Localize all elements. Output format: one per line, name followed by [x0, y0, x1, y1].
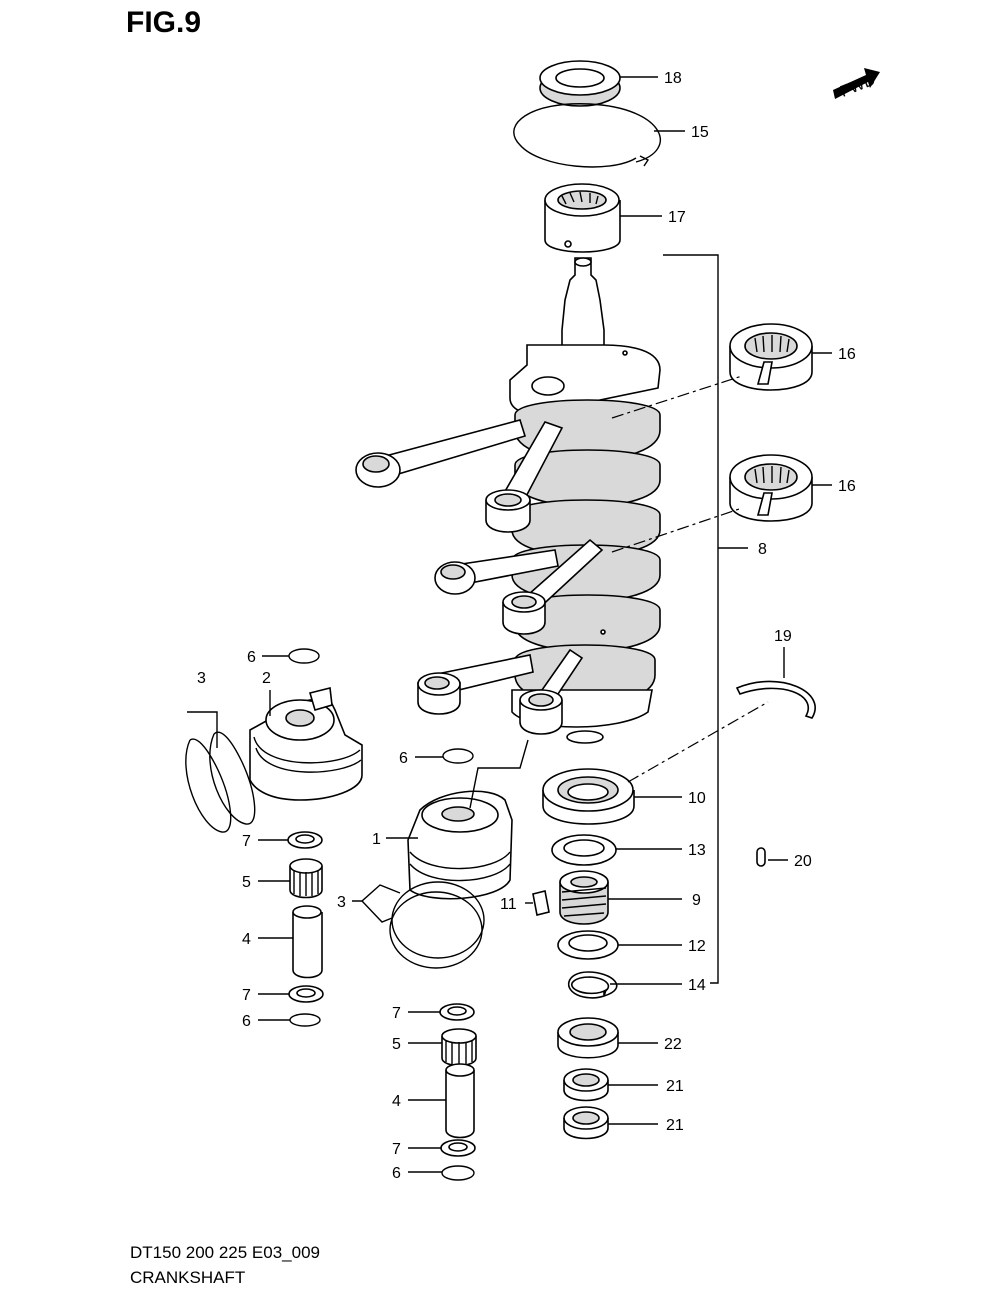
part-2-piston — [249, 687, 363, 801]
part-14-snap-ring — [568, 971, 618, 999]
callout-labels: 18 15 17 16 16 8 19 10 13 20 9 11 12 14 … — [197, 70, 856, 1182]
callout-6-top-center: 6 — [399, 750, 408, 767]
assembly-centerlines — [469, 375, 769, 809]
part-1-piston — [407, 790, 513, 900]
part-11-key — [532, 890, 550, 916]
callout-15: 15 — [691, 124, 709, 141]
callout-5-center: 5 — [392, 1036, 401, 1053]
callout-3-center: 3 — [337, 894, 346, 911]
callout-17: 17 — [668, 209, 686, 226]
part-16-bearing-lower — [729, 454, 813, 522]
callout-12: 12 — [688, 938, 706, 955]
callout-22: 22 — [664, 1036, 682, 1053]
part-4-piston-pin-left — [292, 905, 323, 979]
callout-6-bottom-left: 6 — [242, 1013, 251, 1030]
part-4-piston-pin-center — [445, 1063, 475, 1139]
fwd-label: FWD — [838, 71, 878, 100]
leader-lines — [187, 76, 832, 1173]
part-12-washer — [557, 930, 619, 960]
callout-7-top-center: 7 — [392, 1005, 401, 1022]
part-5-needle-bearing-center — [441, 1028, 477, 1067]
callout-5-left: 5 — [242, 874, 251, 891]
part-18-oil-seal — [539, 60, 621, 107]
part-5-needle-bearing-left — [289, 858, 323, 899]
callout-16-upper: 16 — [838, 346, 856, 363]
figure-title: FIG.9 — [126, 6, 202, 39]
callout-7-top-left: 7 — [242, 833, 251, 850]
model-code: DT150 200 225 E03_009 — [130, 1243, 320, 1262]
callout-11: 11 — [500, 896, 517, 913]
part-6-circlip-top-center — [442, 748, 474, 764]
part-9-gear — [559, 870, 609, 925]
part-7-washer-bottom-left — [288, 985, 324, 1003]
callout-21-lower: 21 — [666, 1117, 684, 1134]
part-16-bearing-upper — [729, 323, 813, 391]
part-21-seal-lower — [563, 1106, 609, 1140]
part-7-washer-bottom-center — [440, 1139, 476, 1157]
part-6-circlip-bottom-center — [441, 1165, 475, 1181]
part-3-piston-rings-left — [185, 731, 256, 833]
callout-7-bottom-center: 7 — [392, 1141, 401, 1158]
callout-4-left: 4 — [242, 931, 251, 948]
callout-18: 18 — [664, 70, 682, 87]
callout-9: 9 — [692, 892, 701, 909]
part-7-washer-top-center — [439, 1003, 475, 1021]
part-13-washer — [551, 834, 617, 866]
callout-10: 10 — [688, 790, 706, 807]
callout-6-bottom-center: 6 — [392, 1165, 401, 1182]
callout-6-top-left: 6 — [247, 649, 256, 666]
part-7-washer-top-left — [287, 831, 323, 849]
part-22-seal — [557, 1017, 619, 1059]
callout-21-upper: 21 — [666, 1078, 684, 1095]
part-17-bearing — [544, 183, 621, 253]
part-15-ring — [513, 103, 661, 168]
part-21-seal-upper — [563, 1068, 609, 1102]
part-3-piston-rings-center — [389, 881, 485, 969]
fwd-arrow-icon: FWD — [833, 68, 880, 101]
part-19-half-ring — [735, 680, 816, 719]
part-6-circlip-top-left — [288, 648, 320, 664]
part-10-ball-bearing — [542, 768, 635, 825]
callout-13: 13 — [688, 842, 706, 859]
callout-14: 14 — [688, 977, 706, 994]
callout-3-left: 3 — [197, 670, 206, 687]
callout-16-lower: 16 — [838, 478, 856, 495]
callout-19: 19 — [774, 628, 792, 645]
callout-8: 8 — [758, 541, 767, 558]
section-name: CRANKSHAFT — [130, 1268, 246, 1287]
part-20-pin — [756, 847, 766, 867]
part-6-circlip-bottom-left — [289, 1013, 321, 1027]
callout-20: 20 — [794, 853, 812, 870]
callout-7-bottom-left: 7 — [242, 987, 251, 1004]
crankshaft-assembly — [355, 257, 661, 744]
callout-4-center: 4 — [392, 1093, 401, 1110]
callout-1: 1 — [372, 831, 381, 848]
callout-2: 2 — [262, 670, 271, 687]
